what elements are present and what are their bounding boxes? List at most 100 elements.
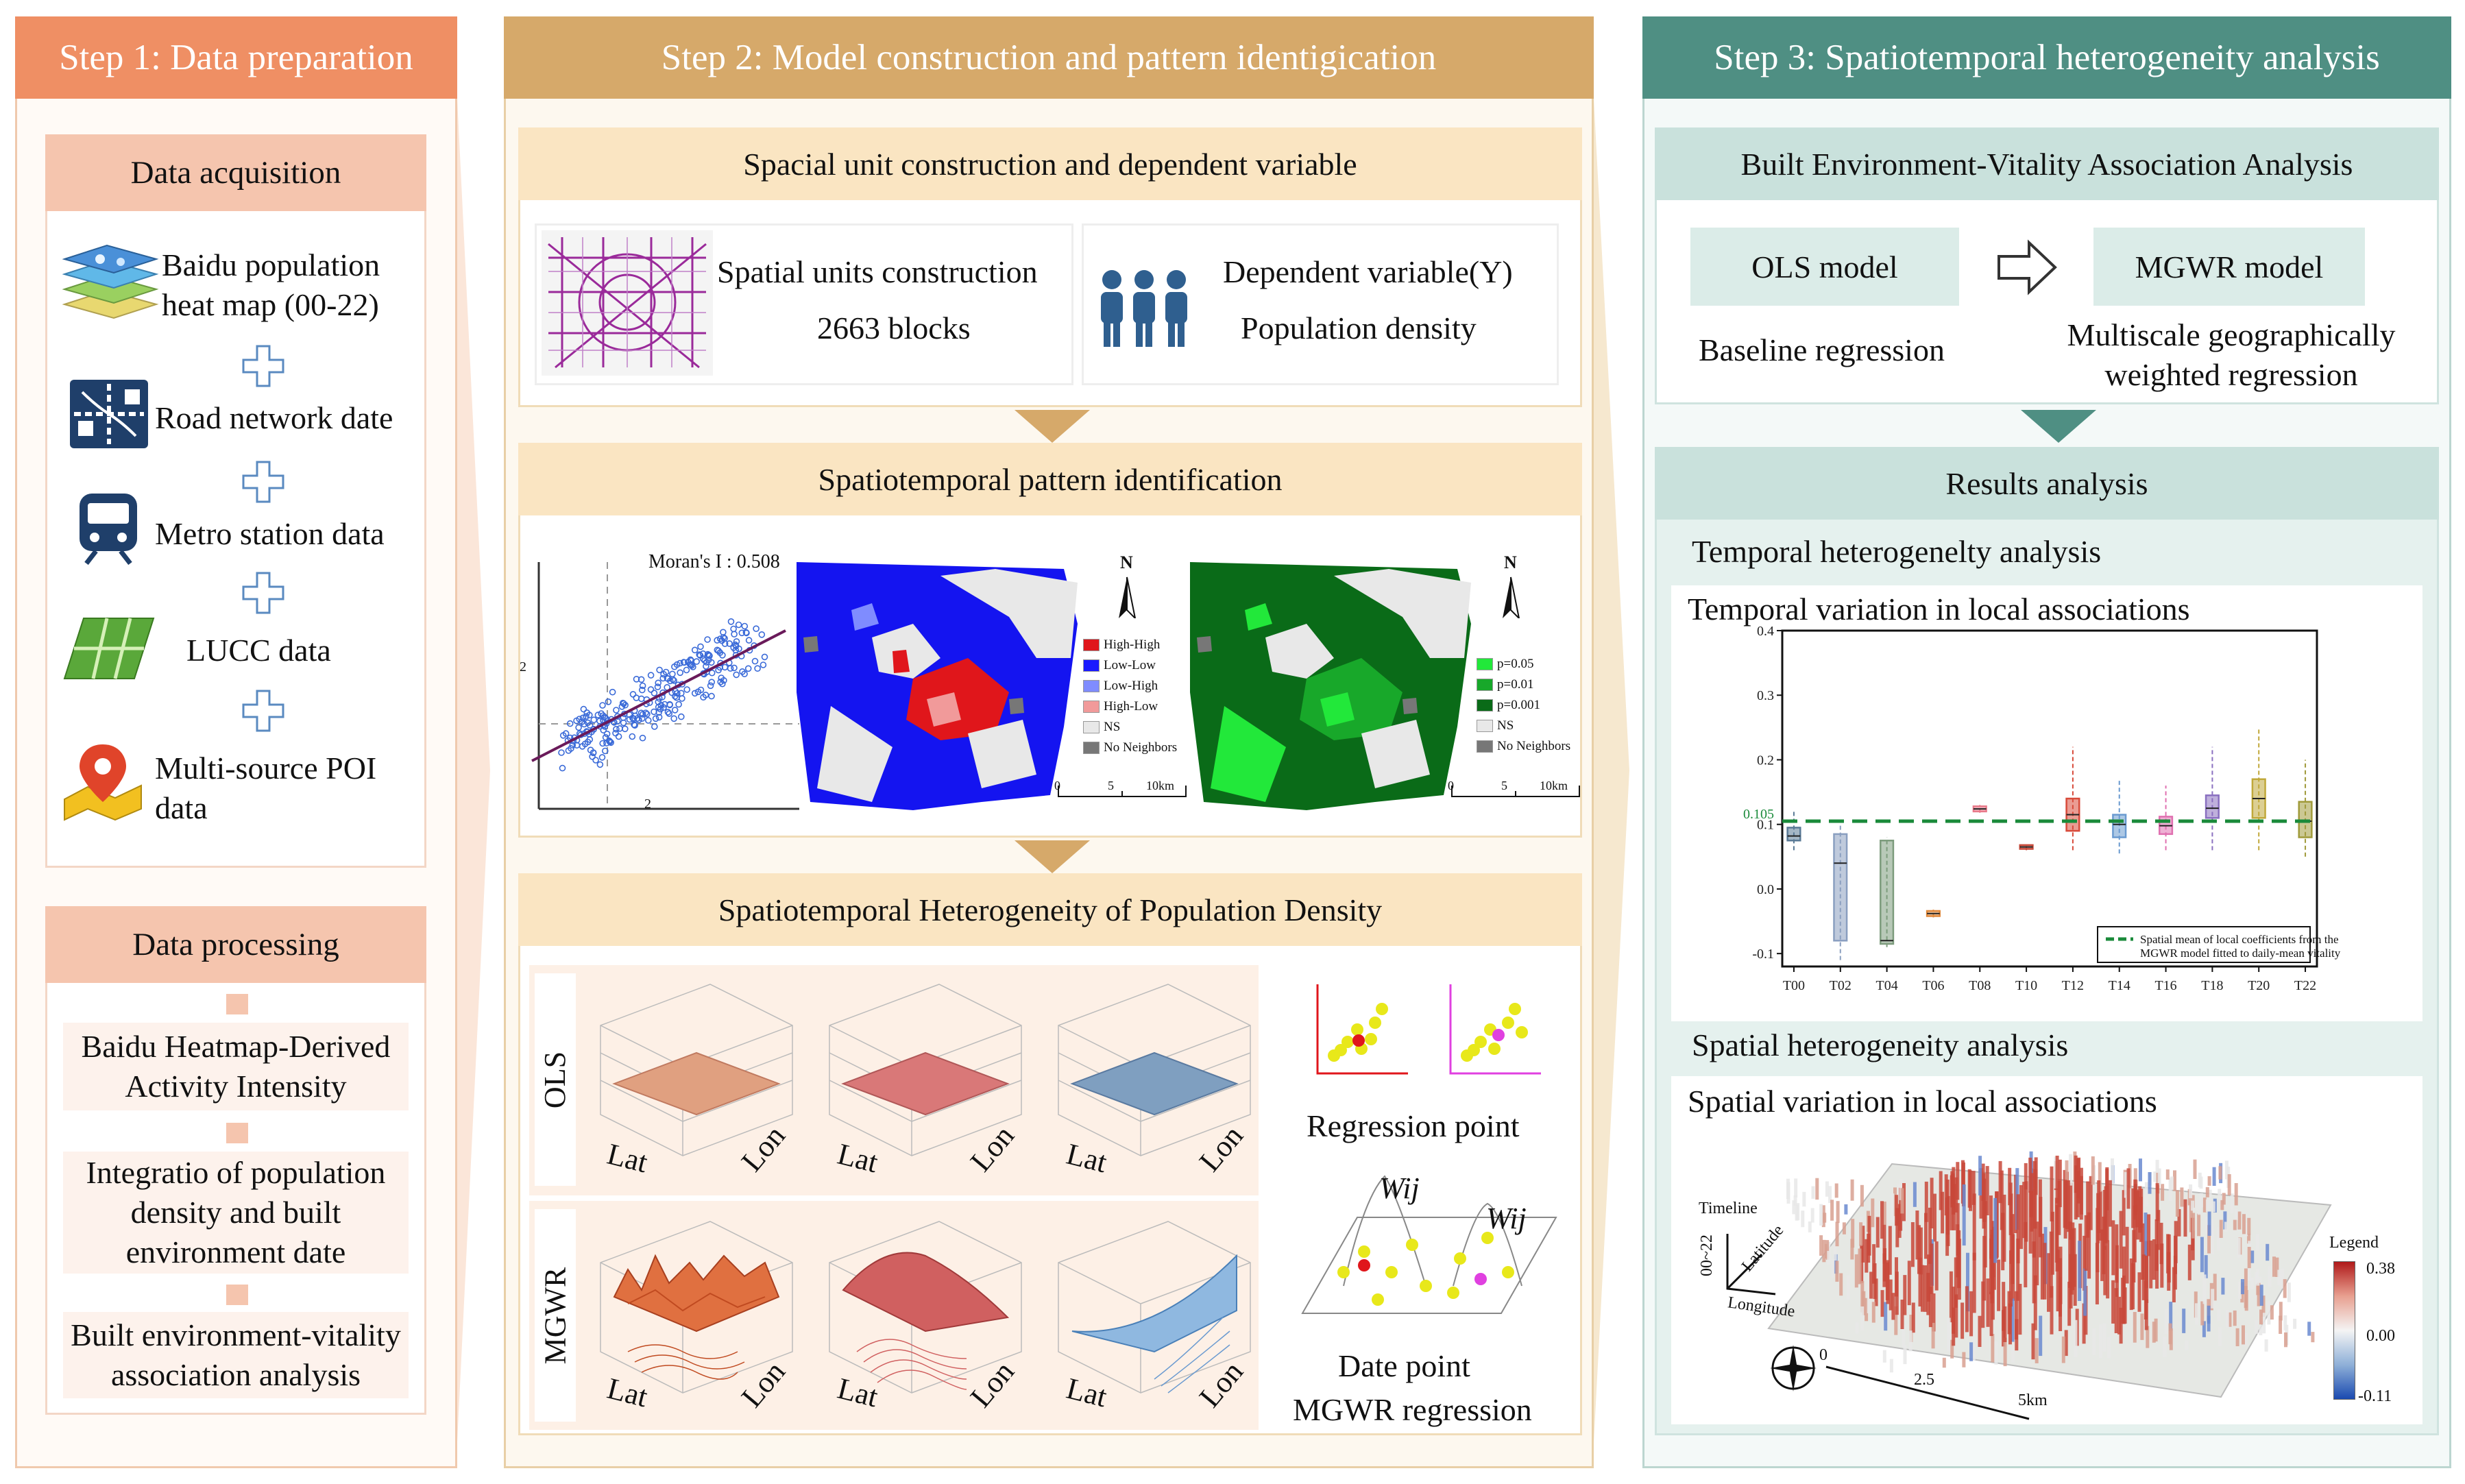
x-tick-label: T16 [2154,978,2176,993]
city-bar [2293,1318,2297,1329]
city-bar [2227,1174,2231,1195]
city-bar [2197,1200,2201,1215]
city-bar [2185,1340,2189,1350]
city-bar [2133,1312,2137,1343]
city-bar [2202,1197,2207,1213]
city-bar [1951,1173,1955,1204]
y-tick-label: 0.2 [1757,753,1774,768]
city-bar [2272,1256,2276,1277]
city-bar [1810,1208,1814,1223]
legend-label: High-High [1104,637,1161,652]
moran-point [639,686,646,694]
boxplot-legend [2097,926,2311,963]
moran-point [708,679,716,685]
regression-point-scatter-2 [1446,982,1542,1081]
city-bar [1909,1315,1913,1342]
city-bar [2212,1167,2216,1186]
moran-point [666,701,673,709]
mgwr-desc-line2: weighted regression [2104,357,2358,392]
city-bar [2255,1319,2259,1334]
city-bar [2233,1219,2237,1230]
moran-point [622,725,629,733]
metro-icon [74,491,143,570]
moran-point [638,676,645,683]
city-bar [1941,1191,1945,1234]
north-arrow-icon [1113,557,1141,622]
city-bar [1825,1240,1830,1251]
city-bar [2199,1193,2203,1208]
legend-row: High-High [1083,635,1177,655]
city-bar [2207,1176,2211,1186]
city-bar [2035,1338,2039,1363]
city-bar [2235,1328,2239,1346]
baidu-label-line2: heat map (00-22) [162,287,379,322]
legend-label: p=0.05 [1497,657,1534,671]
x-tick-label: T08 [1969,978,1991,993]
moran-point [583,709,590,716]
city-bar [1928,1207,1932,1264]
moran-point [620,699,627,707]
city-bar [1952,1287,1956,1334]
proc2-line2: density and built [130,1195,341,1230]
city-bar [1891,1293,1895,1320]
spatial-title: Spatial heterogeneity analysis [1692,1027,2069,1062]
city-bar [2241,1279,2244,1295]
city-bar [2154,1318,2158,1342]
city-bar [2189,1201,2193,1232]
city-bar [1831,1258,1835,1278]
city-bar [2089,1176,2093,1230]
city-bar [2207,1225,2211,1254]
legend-label: No Neighbors [1497,739,1571,753]
city-bar [1950,1339,1954,1359]
city-bar [2144,1182,2148,1207]
moran-point [645,717,652,724]
city-bar [2064,1330,2068,1357]
city-bar [2257,1282,2261,1306]
legend-row: p=0.05 [1477,654,1570,674]
plus-icon-3 [242,572,284,618]
city-bar [2032,1241,2036,1304]
city-bar [2001,1213,2005,1271]
city-bar [1860,1184,1864,1207]
data-acquisition-header: Data acquisition [45,134,426,211]
poi-label-line1: Multi-source POI [155,751,377,786]
moran-point [612,729,619,737]
city-bar [2213,1274,2217,1301]
city-bar [2225,1309,2229,1328]
poi-label: Multi-source POI data [155,749,376,828]
city-bar [2182,1309,2186,1333]
city-bar [1928,1287,1932,1328]
road-network-icon [69,378,149,453]
moran-point [679,695,685,702]
city-bar [2180,1187,2184,1207]
moran-point [720,629,727,636]
city-bar [2139,1189,2144,1228]
city-bar [2141,1223,2145,1280]
city-bar [1971,1171,1976,1205]
lisa-cluster-map [790,555,1084,819]
data-acquisition-title: Data acquisition [130,155,341,191]
city-bar [1822,1239,1826,1263]
legend-label: High-Low [1104,699,1158,714]
city-bar [2033,1169,2037,1229]
moran-point [671,707,679,714]
moran-point [592,757,599,764]
spatial-unit-title: Spacial unit construction and dependent … [743,146,1357,182]
box-T18 [2205,794,2220,819]
moran-point [629,733,636,740]
city-bar [2018,1284,2022,1335]
mgwr-model-label: MGWR model [2135,249,2324,284]
moran-point [558,749,565,756]
city-bar [2098,1162,2102,1193]
city-bar [2011,1298,2015,1342]
city-bar [1954,1294,1958,1338]
moran-point [716,635,724,642]
population-density-label: Population density [1241,311,1477,345]
city-bar [2119,1307,2123,1344]
city-bar [1965,1286,1969,1333]
moran-point [566,720,574,727]
city-bar [2199,1176,2203,1189]
legend-swatch [1477,699,1493,711]
city-bar [2195,1200,2199,1211]
city-bar [1994,1341,1998,1365]
